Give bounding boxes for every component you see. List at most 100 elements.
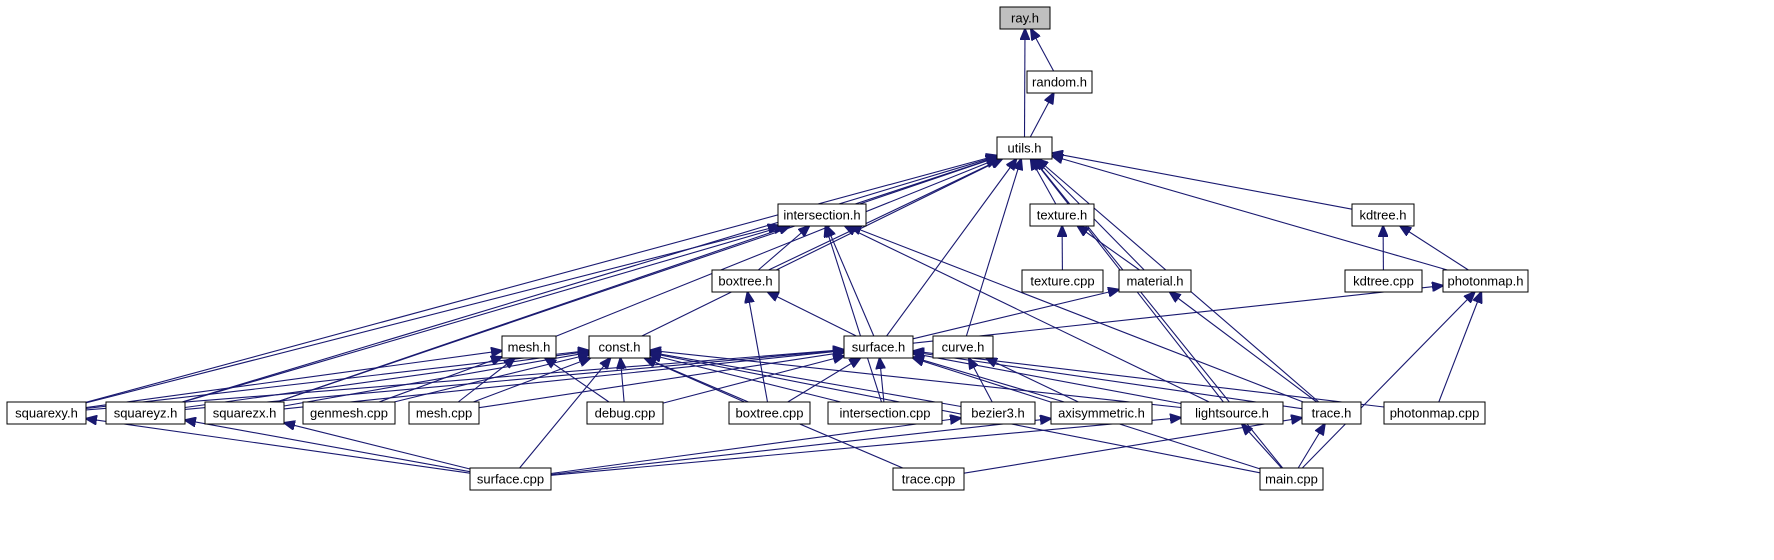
edge-debugCpp-to-surfaceH (662, 356, 844, 404)
edge-axisym-to-curveH (986, 358, 1079, 403)
edge-photonmapCpp-to-surfaceH (913, 351, 1385, 408)
edge-layer (85, 29, 1481, 476)
node-materialH[interactable]: material.h (1118, 269, 1192, 293)
edge-curveH-to-utils (965, 159, 1021, 337)
node-box (1050, 401, 1153, 425)
edge-squarexy-to-meshH (85, 351, 502, 409)
edge-squarexy-to-surfaceH (85, 350, 844, 411)
node-label: axisymmetric.h (1058, 406, 1145, 421)
edge-traceH-to-materialH (1170, 292, 1318, 403)
node-genmesh[interactable]: genmesh.cpp (302, 401, 396, 425)
node-axisym[interactable]: axisymmetric.h (1050, 401, 1153, 425)
node-kdtreeCpp[interactable]: kdtree.cpp (1344, 269, 1423, 293)
node-textureH[interactable]: texture.h (1029, 203, 1095, 227)
edge-bezier3-to-curveH (969, 358, 993, 403)
edge-squarezx-to-surfaceH (283, 351, 844, 410)
edge-intersectCpp-to-surfaceH (880, 358, 884, 403)
node-label: boxtree.cpp (736, 406, 804, 421)
node-layer: ray.h random.h utils.h intersection.h textur… (6, 6, 1529, 491)
node-label: squarexy.h (15, 406, 78, 421)
node-label: kdtree.cpp (1353, 274, 1414, 289)
edge-constH-to-utils (641, 159, 1002, 337)
node-squarezx[interactable]: squarezx.h (204, 401, 285, 425)
edge-surfaceH-to-photonmapH (912, 286, 1443, 344)
node-photonmapH[interactable]: photonmap.h (1442, 269, 1529, 293)
node-meshH[interactable]: mesh.h (501, 335, 557, 359)
node-textureCpp[interactable]: texture.cpp (1021, 269, 1104, 293)
node-label: trace.cpp (902, 472, 955, 487)
node-box (588, 335, 651, 359)
node-mainCpp[interactable]: main.cpp (1259, 467, 1324, 491)
edge-genmesh-to-meshH (378, 357, 502, 403)
node-label: photonmap.cpp (1390, 406, 1480, 421)
node-label: surface.cpp (477, 472, 544, 487)
node-boxtreeCpp[interactable]: boxtree.cpp (728, 401, 811, 425)
node-box (777, 203, 867, 227)
node-label: kdtree.h (1360, 208, 1407, 223)
node-label: squareyz.h (114, 406, 178, 421)
node-label: squarezx.h (213, 406, 277, 421)
node-photonmapCpp[interactable]: photonmap.cpp (1383, 401, 1486, 425)
node-curveH[interactable]: curve.h (932, 335, 994, 359)
node-random[interactable]: random.h (1026, 70, 1093, 94)
node-intersectH[interactable]: intersection.h (777, 203, 867, 227)
node-label: material.h (1126, 274, 1183, 289)
node-intersectCpp[interactable]: intersection.cpp (827, 401, 943, 425)
node-box (105, 401, 186, 425)
edge-surfaceCpp-to-axisym (550, 419, 1051, 476)
node-box (1026, 70, 1093, 94)
edge-traceH-to-intersectH (850, 226, 1304, 403)
node-box (1351, 203, 1415, 227)
node-traceCpp[interactable]: trace.cpp (892, 467, 965, 491)
edge-surfaceCpp-to-squarexy (86, 419, 471, 474)
edge-squarexy-to-constH (85, 351, 589, 410)
edge-intersectCpp-to-intersectH (826, 226, 883, 403)
node-box (501, 335, 557, 359)
edge-traceH-to-surfaceH (913, 352, 1303, 410)
node-label: bezier3.h (971, 406, 1024, 421)
node-constH[interactable]: const.h (588, 335, 651, 359)
edge-meshCpp-to-surfaceH (478, 352, 844, 409)
node-debugCpp[interactable]: debug.cpp (586, 401, 664, 425)
node-utils[interactable]: utils.h (996, 136, 1053, 160)
node-kdtreeH[interactable]: kdtree.h (1351, 203, 1415, 227)
edge-mainCpp-to-lightsrc (1242, 424, 1283, 469)
node-label: intersection.cpp (839, 406, 930, 421)
edge-surfaceH-to-boxtreeH (768, 292, 857, 337)
node-box (1180, 401, 1284, 425)
edge-boxtreeH-to-utils (768, 159, 1002, 271)
node-boxtreeH[interactable]: boxtree.h (711, 269, 780, 293)
node-box (711, 269, 780, 293)
node-label: surface.h (852, 340, 905, 355)
node-label: const.h (599, 340, 641, 355)
node-squareyz[interactable]: squareyz.h (105, 401, 186, 425)
edge-mainCpp-to-traceH (1297, 424, 1325, 469)
node-bezier3[interactable]: bezier3.h (960, 401, 1036, 425)
node-label: curve.h (942, 340, 985, 355)
edge-squarezx-to-intersectH (276, 226, 790, 403)
node-label: lightsource.h (1195, 406, 1269, 421)
node-surfaceH[interactable]: surface.h (843, 335, 914, 359)
edge-photonmapH-to-utils (1052, 156, 1448, 271)
edge-utils-to-ray (1025, 29, 1026, 138)
node-label: boxtree.h (718, 274, 772, 289)
node-box (1118, 269, 1192, 293)
node-lightsrc[interactable]: lightsource.h (1180, 401, 1284, 425)
node-label: trace.h (1312, 406, 1352, 421)
node-surfaceCpp[interactable]: surface.cpp (469, 467, 552, 491)
node-box (843, 335, 914, 359)
edge-boxtreeH-to-intersectH (757, 226, 809, 271)
node-label: texture.h (1037, 208, 1088, 223)
edge-squarexy-to-utils (85, 156, 997, 403)
edge-random-to-ray (1031, 29, 1055, 72)
edge-kdtreeH-to-utils (1052, 153, 1353, 210)
node-traceH[interactable]: trace.h (1301, 401, 1362, 425)
node-meshCpp[interactable]: mesh.cpp (408, 401, 480, 425)
edge-squarezx-to-constH (283, 352, 589, 407)
node-ray[interactable]: ray.h (999, 6, 1051, 30)
edge-surfaceCpp-to-squarezx (284, 423, 471, 470)
node-box (827, 401, 943, 425)
edge-meshH-to-utils (555, 159, 997, 337)
node-squarexy[interactable]: squarexy.h (6, 401, 87, 425)
